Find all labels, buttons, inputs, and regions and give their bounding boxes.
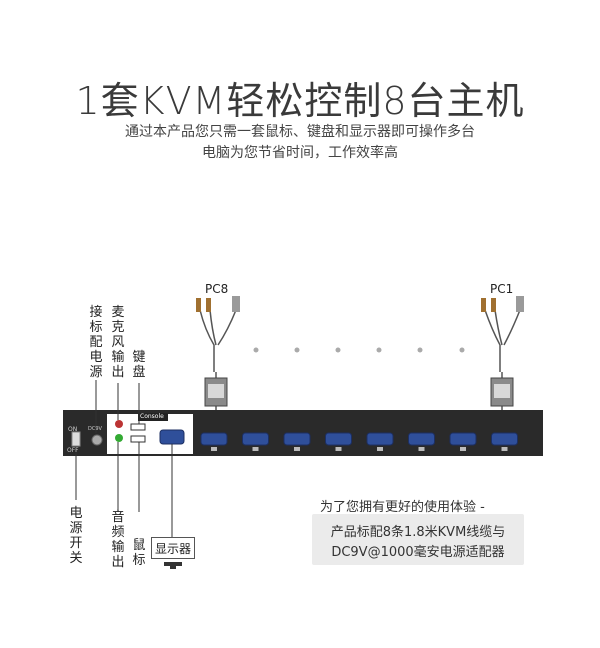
pc1-label: PC1 (490, 282, 514, 296)
pc8-label: PC8 (205, 282, 229, 296)
pc-ports (200, 432, 518, 451)
audio-jack (115, 434, 123, 442)
pc-port-indicator (377, 447, 383, 451)
console-tag (138, 413, 168, 421)
power-switch-label: 电源开关 (69, 506, 83, 566)
bonus-heading: 为了您拥有更好的使用体验 - (320, 500, 485, 515)
pc-vga-port (408, 432, 435, 446)
bonus-line-1: 产品标配8条1.8米KVM线缆与 (330, 525, 506, 540)
pc-port-indicator (460, 447, 466, 451)
pc-vga-port (283, 432, 311, 446)
console-mark: Console (140, 413, 164, 420)
mic-label: 麦克风输出 (111, 305, 125, 380)
monitor-icon (164, 562, 182, 569)
pc-vga-port (366, 432, 394, 446)
pc-port-indicator (501, 447, 508, 451)
mic-jack (115, 420, 123, 428)
pc-port-indicator (252, 447, 259, 451)
label-leaders (75, 380, 173, 537)
pc-port-indicator (211, 447, 217, 451)
pc-vga-port (449, 432, 477, 446)
pc-vga-port (200, 432, 228, 446)
pc8-plugs (196, 296, 240, 407)
ellipsis-dots (253, 347, 465, 353)
keyboard-label: 键盘 (132, 350, 146, 380)
mouse-label: 鼠标 (132, 538, 146, 568)
audio-out-label: 音频输出 (111, 510, 125, 570)
on-mark: ON (68, 426, 78, 433)
pc-vga-port (325, 432, 352, 446)
power-switch (71, 431, 81, 447)
usb-port-keyboard (130, 423, 146, 431)
off-mark: OFF (67, 447, 79, 454)
pc-vga-port (242, 432, 269, 446)
bonus-line-2: DC9V@1000毫安电源适配器 (331, 545, 505, 560)
page-title: 1套KVM轻松控制8台主机 (75, 79, 525, 123)
bonus-box: 产品标配8条1.8米KVM线缆与 DC9V@1000毫安电源适配器 (312, 514, 524, 565)
pc-port-indicator (335, 447, 342, 451)
subtitle-line-2: 电脑为您节省时间，工作效率高 (202, 145, 398, 161)
subtitle: 通过本产品您只需一套鼠标、键盘和显示器即可操作多台 电脑为您节省时间，工作效率高 (0, 122, 600, 164)
pc1-plugs (481, 296, 524, 407)
dc-jack (91, 434, 103, 446)
usb-port-mouse (130, 435, 146, 443)
pc-vga-port (491, 432, 518, 446)
dc-mark: DC9V (88, 426, 102, 432)
monitor-label: 显示器 (151, 537, 195, 559)
pc-port-indicator (418, 447, 425, 451)
pc-port-indicator (294, 447, 300, 451)
power-in-label: 接标配电源 (89, 305, 103, 380)
subtitle-line-1: 通过本产品您只需一套鼠标、键盘和显示器即可操作多台 (125, 124, 475, 140)
console-vga-port (159, 429, 185, 445)
